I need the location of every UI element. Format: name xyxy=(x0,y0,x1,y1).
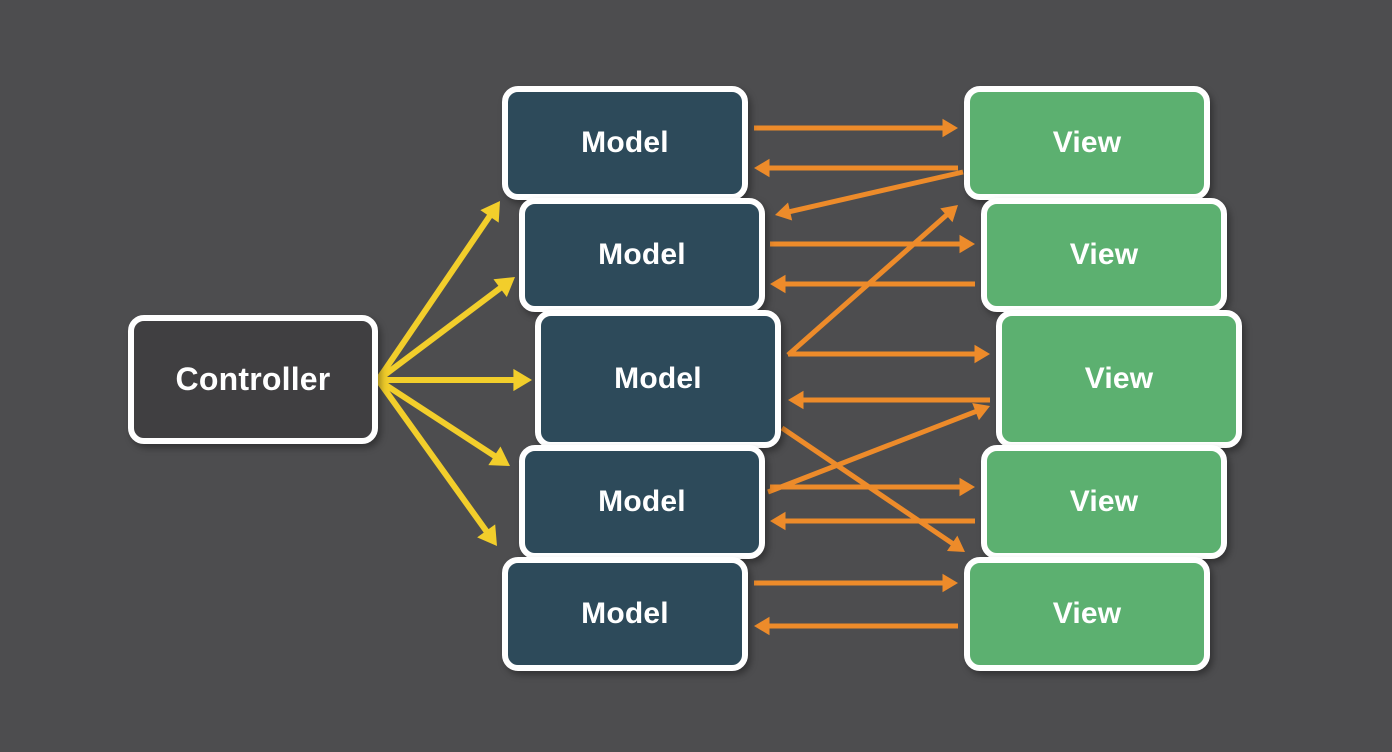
arrow-model-1-to-view-1 xyxy=(754,118,958,138)
node-model-1[interactable]: Model xyxy=(502,86,748,200)
arrow-view-4-to-model-4 xyxy=(770,511,975,531)
node-label-model-2: Model xyxy=(598,238,686,271)
arrow-view-5-to-model-5 xyxy=(754,616,958,636)
arrow-model-4-to-view-4 xyxy=(770,477,975,497)
arrow-controller-to-model-4 xyxy=(376,377,510,466)
arrow-controller-to-model-3 xyxy=(378,368,532,392)
node-model-2[interactable]: Model xyxy=(519,198,765,312)
arrow-controller-to-model-1 xyxy=(375,201,500,382)
node-model-3[interactable]: Model xyxy=(535,310,781,448)
node-label-model-4: Model xyxy=(598,485,686,518)
arrow-view-1-to-model-2 xyxy=(775,169,964,221)
node-label-view-5: View xyxy=(1052,597,1122,630)
node-view-1[interactable]: View xyxy=(964,86,1210,200)
node-label-view-2: View xyxy=(1069,238,1139,271)
node-label-model-5: Model xyxy=(581,597,669,630)
node-label-model-1: Model xyxy=(581,126,669,159)
node-view-2[interactable]: View xyxy=(981,198,1227,312)
arrow-model-3-to-view-2 xyxy=(786,205,958,357)
node-model-5[interactable]: Model xyxy=(502,557,748,671)
arrow-model-2-to-view-2 xyxy=(770,234,975,254)
arrow-view-2-to-model-2 xyxy=(770,274,975,294)
node-view-4[interactable]: View xyxy=(981,445,1227,559)
node-model-4[interactable]: Model xyxy=(519,445,765,559)
node-controller[interactable]: Controller xyxy=(128,315,378,444)
node-label-model-3: Model xyxy=(614,362,702,395)
arrow-model-3-to-view-4 xyxy=(780,425,965,552)
arrow-model-4-to-view-3 xyxy=(767,402,990,495)
node-view-3[interactable]: View xyxy=(996,310,1242,448)
arrow-view-1-to-model-1 xyxy=(754,158,958,178)
node-label-view-4: View xyxy=(1069,485,1139,518)
arrow-controller-to-model-2 xyxy=(376,277,515,383)
arrow-controller-to-model-5 xyxy=(375,378,497,546)
node-label-controller: Controller xyxy=(175,361,331,397)
arrow-view-3-to-model-3 xyxy=(788,390,990,410)
arrow-model-5-to-view-5 xyxy=(754,573,958,593)
arrow-model-3-to-view-3 xyxy=(788,344,990,364)
node-label-view-3: View xyxy=(1084,362,1154,395)
node-label-view-1: View xyxy=(1052,126,1122,159)
node-view-5[interactable]: View xyxy=(964,557,1210,671)
